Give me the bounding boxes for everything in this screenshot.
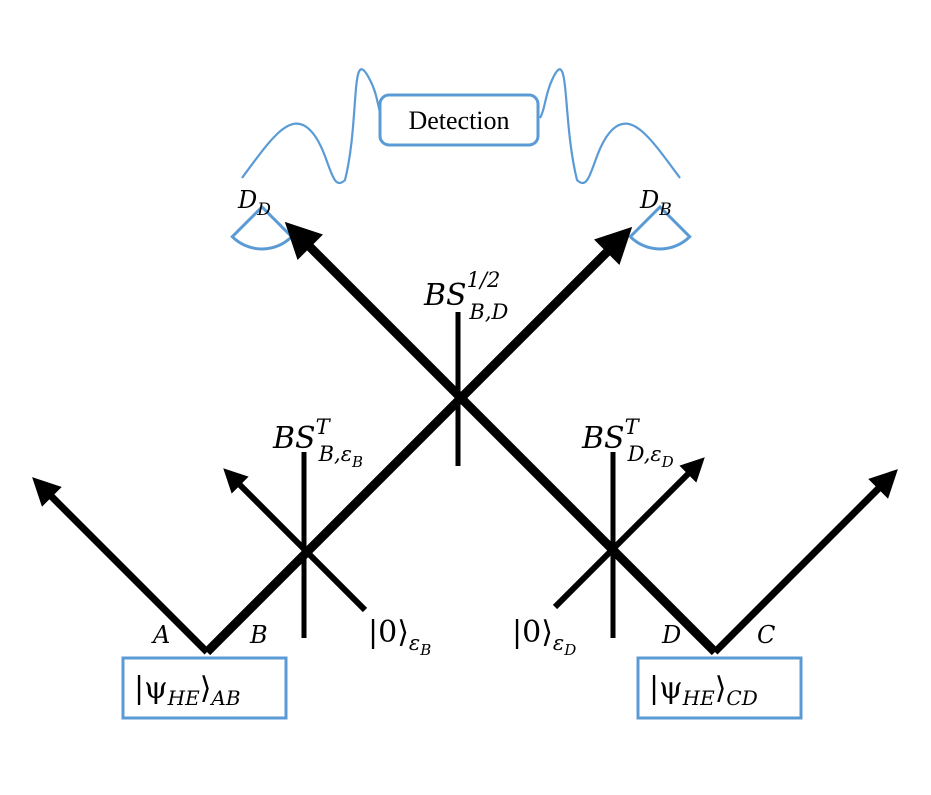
vacuum-input-left-label: |0⟩εB xyxy=(368,615,431,659)
detector-d-d-label: DD xyxy=(237,186,271,220)
detector-d-b-label: DB xyxy=(639,186,672,220)
beam-a xyxy=(32,477,210,655)
beam-loss-b xyxy=(223,468,368,613)
vacuum-input-right-label: |0⟩εD xyxy=(512,615,576,659)
beam-b-to-detector-db xyxy=(203,226,633,656)
mode-label-a: A xyxy=(151,621,170,649)
source-ab-label: |ψHE⟩AB xyxy=(134,671,241,710)
beam-loss-d xyxy=(552,457,705,610)
source-cd-label: |ψHE⟩CD xyxy=(649,671,758,710)
source-box-cd: |ψHE⟩CD xyxy=(636,656,803,720)
detection-label: Detection xyxy=(408,106,509,135)
mode-label-c: C xyxy=(757,621,775,649)
detection-box: Detection xyxy=(378,93,540,147)
beam-d-to-detector-dd xyxy=(284,221,719,656)
mode-label-d: D xyxy=(661,621,681,649)
mode-label-b: B xyxy=(249,621,268,649)
detection-signal-wire xyxy=(241,68,681,184)
source-box-ab: |ψHE⟩AB xyxy=(121,656,288,720)
beam-c xyxy=(712,469,898,655)
